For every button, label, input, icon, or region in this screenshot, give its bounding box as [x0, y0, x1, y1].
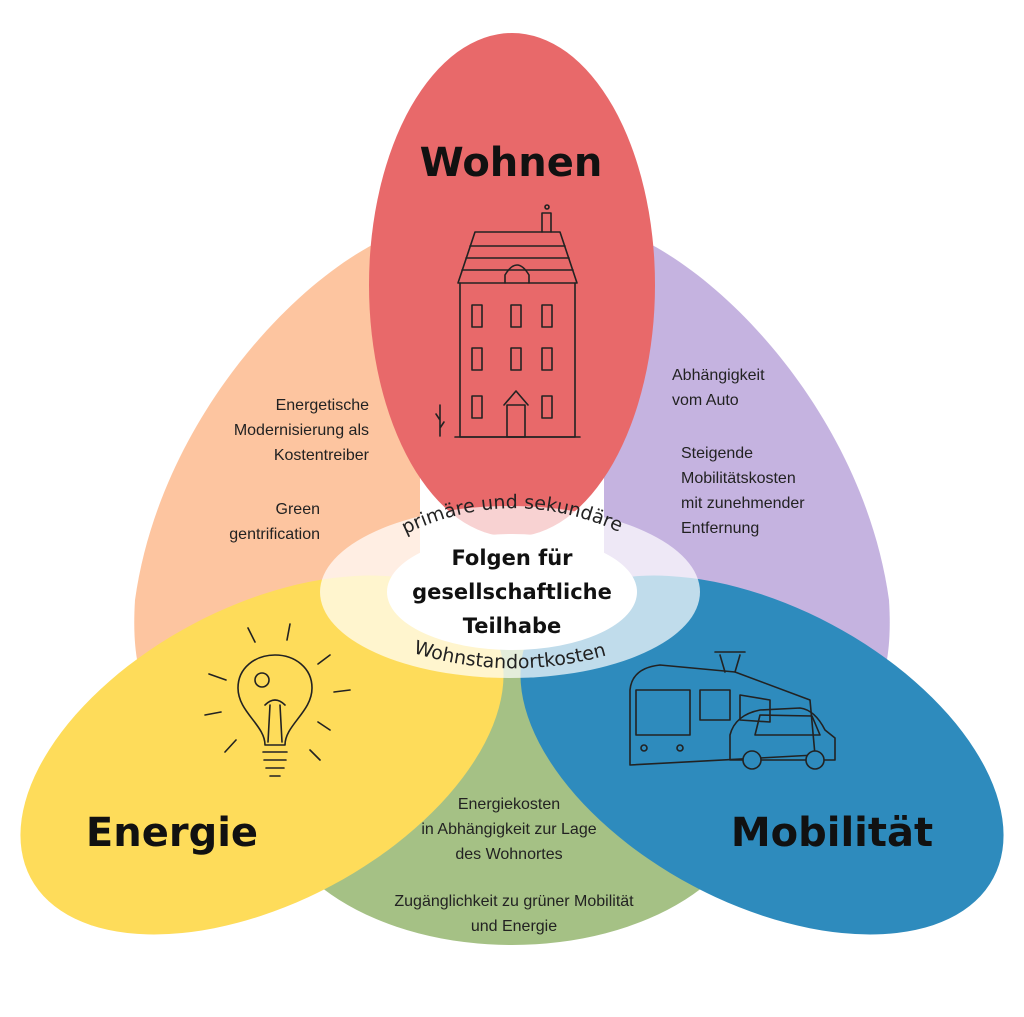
text-line: Steigende — [681, 445, 753, 462]
text-line: des Wohnortes — [455, 846, 562, 863]
text-line: Mobilitätskosten — [681, 470, 796, 487]
energie-mobilitaet-text: Energiekosten in Abhängigkeit zur Lage d… — [394, 796, 634, 935]
text-line: Modernisierung als — [234, 422, 369, 439]
mobilitaet-circle — [520, 575, 1004, 935]
energie-title: Energie — [86, 810, 258, 856]
house-icon — [435, 204, 581, 438]
text-line: Energiekosten — [458, 796, 560, 813]
car-icon — [729, 707, 836, 770]
text-line: und Energie — [471, 918, 557, 935]
tram-icon — [629, 651, 816, 766]
wohnen-circle — [369, 33, 655, 537]
text-line: in Abhängigkeit zur Lage — [421, 821, 596, 838]
text-line: Zugänglichkeit zu grüner Mobilität — [394, 893, 634, 910]
energie-circle — [20, 575, 504, 935]
center-title-line: gesellschaftliche — [412, 580, 612, 604]
center-title-line: Folgen für — [451, 546, 573, 570]
wohnen-mobilitaet-text: Abhängigkeit vom Auto Steigende Mobilitä… — [672, 367, 805, 537]
text-line: Energetische — [276, 397, 369, 414]
mobilitaet-title: Mobilität — [731, 810, 933, 856]
text-line: vom Auto — [672, 392, 739, 409]
lightbulb-icon — [204, 623, 351, 777]
center-inner-ellipse — [387, 534, 637, 650]
text-line: Kostentreiber — [274, 447, 370, 464]
wohnen-title: Wohnen — [420, 140, 603, 186]
center-title-line: Teilhabe — [463, 614, 562, 638]
wohnen-energie-text: Energetische Modernisierung als Kostentr… — [229, 397, 369, 543]
text-line: Green — [276, 501, 320, 518]
text-line: mit zunehmender — [681, 495, 805, 512]
text-line: Abhängigkeit — [672, 367, 765, 384]
text-line: gentrification — [229, 526, 320, 543]
text-line: Entfernung — [681, 520, 759, 537]
